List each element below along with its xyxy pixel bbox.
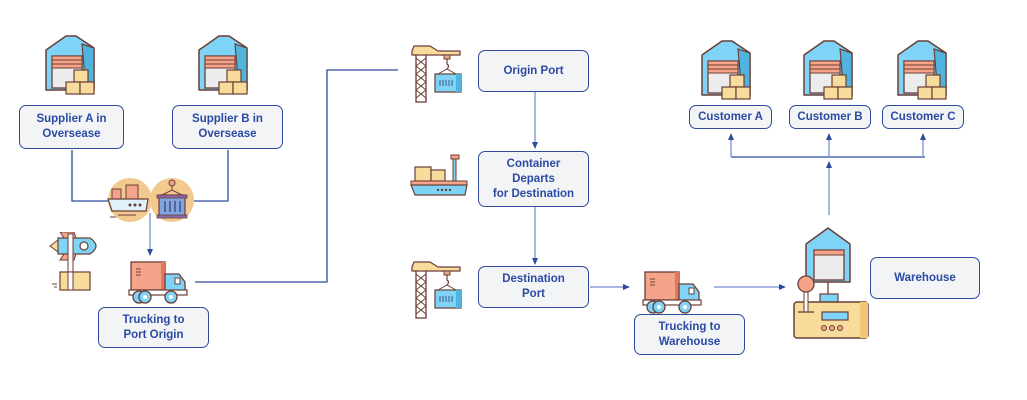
container-icon <box>150 178 194 222</box>
node-warehouse: Warehouse <box>870 257 980 299</box>
cargo-ship-icon <box>107 178 152 222</box>
edge-truck-origin-port <box>195 69 398 283</box>
warehouse-icon <box>897 40 947 100</box>
edge-supplier-b-consolidation <box>194 150 229 202</box>
node-origin-port: Origin Port <box>478 50 589 92</box>
node-container-departs: Container Departs for Destination <box>478 151 589 207</box>
node-supplier-a: Supplier A in Oversease <box>19 105 124 149</box>
warehouse-icon <box>198 35 248 95</box>
node-trucking-warehouse: Trucking to Warehouse <box>634 314 745 355</box>
delivery-truck-icon <box>128 261 188 304</box>
warehouse-icon <box>45 35 95 95</box>
node-destination-port: Destination Port <box>478 266 589 308</box>
cargo-ship-icon <box>410 154 468 196</box>
port-crane-icon <box>411 261 462 319</box>
node-customer-a: Customer A <box>689 105 772 129</box>
edge-supplier-a-consolidation <box>71 150 112 202</box>
warehouse-icon <box>701 40 751 100</box>
node-trucking-port-origin: Trucking to Port Origin <box>98 307 209 348</box>
node-customer-b: Customer B <box>789 105 871 129</box>
warehouse-control-icon <box>793 227 869 339</box>
node-supplier-b: Supplier B in Oversease <box>172 105 283 149</box>
rocket-package-icon <box>49 232 97 291</box>
port-crane-icon <box>411 45 462 103</box>
node-customer-c: Customer C <box>882 105 964 129</box>
delivery-truck-icon <box>642 271 702 314</box>
warehouse-icon <box>803 40 853 100</box>
